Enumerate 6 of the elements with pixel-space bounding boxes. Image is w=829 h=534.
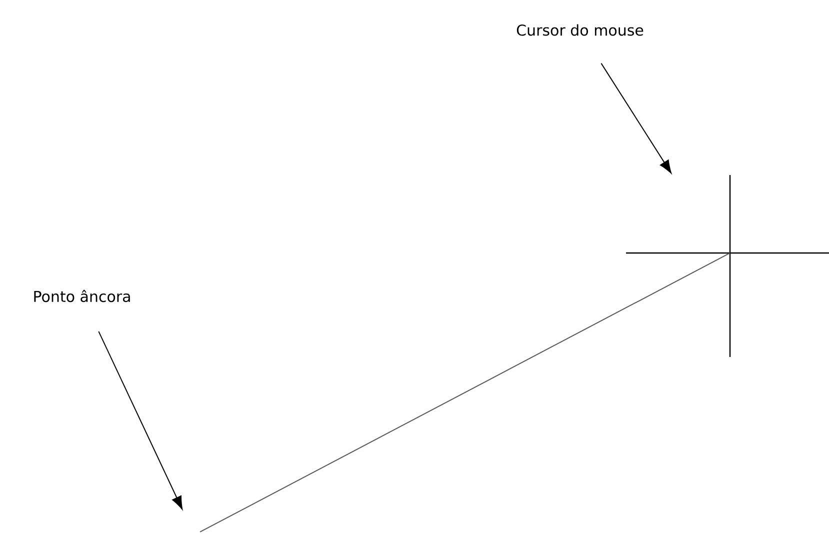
leader-line — [600, 62, 672, 174]
crosshair-cursor — [626, 175, 829, 357]
label-text: Ponto âncora — [34, 290, 130, 302]
rubber-band-line — [200, 252, 730, 532]
leader-line — [98, 330, 183, 510]
label-text: Cursor do mouse — [516, 24, 644, 36]
